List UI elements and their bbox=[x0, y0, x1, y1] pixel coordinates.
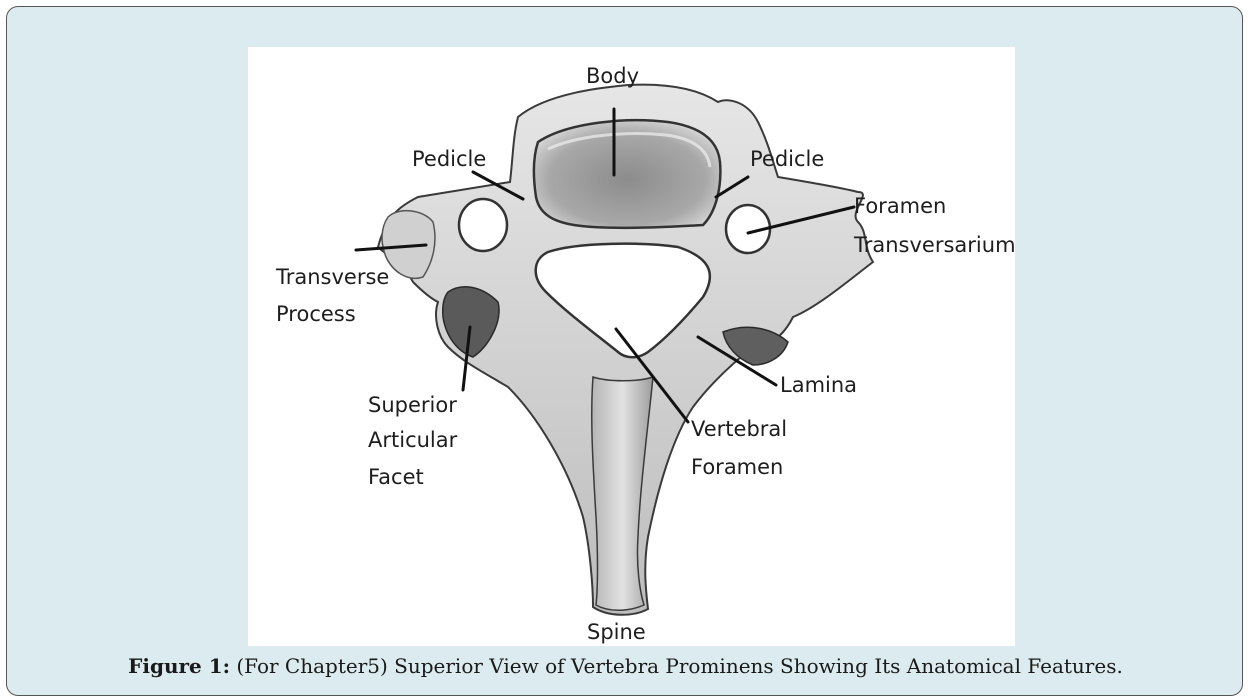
figure-container: Body Pedicle Pedicle Foramen Transversar… bbox=[6, 6, 1243, 696]
vertebra-diagram: Body Pedicle Pedicle Foramen Transversar… bbox=[248, 47, 1015, 646]
label-spine: Spine bbox=[587, 620, 646, 644]
label-transverse-process-1: Transverse bbox=[275, 265, 389, 289]
label-pedicle-left: Pedicle bbox=[412, 147, 486, 171]
vertebra-illustration: Body Pedicle Pedicle Foramen Transversar… bbox=[248, 47, 1015, 646]
label-vertebral-foramen-2: Foramen bbox=[691, 455, 783, 479]
label-foramen-transversarium-1: Foramen bbox=[854, 194, 946, 218]
label-superior-articular-facet-2: Articular bbox=[368, 428, 458, 452]
label-lamina: Lamina bbox=[780, 373, 857, 397]
figure-caption: Figure 1: (For Chapter5) Superior View o… bbox=[7, 654, 1244, 678]
label-vertebral-foramen-1: Vertebral bbox=[691, 417, 787, 441]
label-transverse-process-2: Process bbox=[276, 302, 356, 326]
vertebral-body-shape bbox=[534, 120, 720, 228]
caption-text: (For Chapter5) Superior View of Vertebra… bbox=[230, 654, 1123, 678]
caption-label: Figure 1: bbox=[128, 654, 230, 678]
label-superior-articular-facet-1: Superior bbox=[368, 393, 457, 417]
left-foramen-transversarium bbox=[459, 199, 507, 251]
label-superior-articular-facet-3: Facet bbox=[368, 465, 424, 489]
label-foramen-transversarium-2: Transversarium bbox=[853, 233, 1015, 257]
label-body: Body bbox=[586, 64, 639, 88]
label-pedicle-right: Pedicle bbox=[750, 147, 824, 171]
